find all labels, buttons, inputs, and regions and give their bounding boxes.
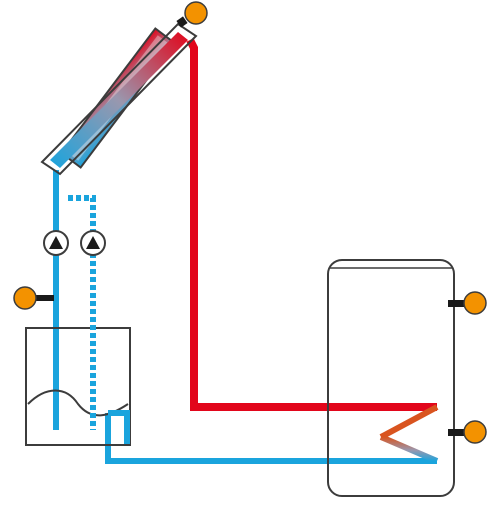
pump-arrow-icon (86, 236, 100, 249)
sensor-tank-upper (448, 291, 487, 315)
sensor-collector (176, 1, 208, 28)
pump-main (43, 230, 69, 256)
storage-tank (327, 259, 455, 497)
sensor-tank-lower (448, 420, 487, 444)
sensor-icon (184, 1, 208, 25)
drain-line-dashed (68, 195, 96, 430)
sensor-icon (463, 291, 487, 315)
collector-absorber (50, 32, 188, 168)
hot-flow-pipe (186, 38, 437, 411)
tank-coil-upper (379, 404, 439, 440)
drainback-vessel (25, 327, 131, 446)
tank-coil-lower (379, 434, 439, 464)
sensor-drainback (13, 286, 54, 310)
pump-secondary (80, 230, 106, 256)
sensor-icon (13, 286, 37, 310)
sensor-icon (463, 420, 487, 444)
collector-frame-edge (40, 22, 198, 176)
drainback-outlet-pipe (108, 410, 130, 444)
pump-arrow-icon (49, 236, 63, 249)
